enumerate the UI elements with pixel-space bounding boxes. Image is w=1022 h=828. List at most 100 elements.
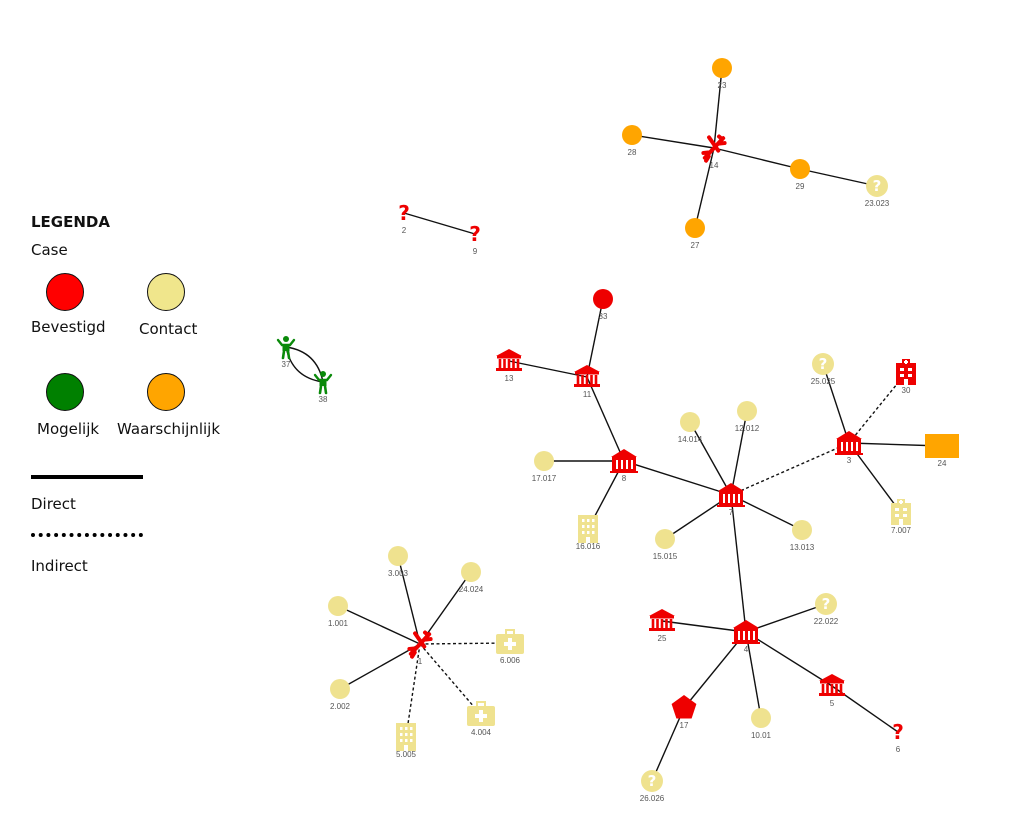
node-4-004[interactable]: 4.004 — [467, 701, 495, 737]
pentagon-marker — [671, 695, 697, 719]
bank-icon — [496, 349, 522, 371]
node-7[interactable]: 7 — [717, 483, 745, 517]
circle-marker — [790, 159, 810, 179]
node-6-006[interactable]: 6.006 — [496, 629, 524, 665]
node-label: 28 — [628, 148, 637, 157]
node-37[interactable]: 37 — [276, 336, 296, 369]
circle-marker — [655, 529, 675, 549]
node-label: 24 — [938, 459, 947, 468]
node-4[interactable]: 4 — [732, 620, 760, 654]
node-1[interactable]: 1 — [407, 630, 433, 666]
question-icon: ? — [398, 201, 410, 225]
node-5-005[interactable]: 5.005 — [396, 723, 417, 759]
node-17[interactable]: 17 — [671, 695, 697, 730]
node-14-014[interactable]: 14.014 — [678, 412, 703, 444]
node-label: 25 — [658, 634, 667, 643]
node-15-015[interactable]: 15.015 — [653, 529, 678, 561]
node-label: 7.007 — [891, 526, 912, 535]
edge-8-7 — [623, 460, 732, 496]
legend-case-heading: Case — [31, 241, 68, 259]
svg-text:?: ? — [873, 177, 882, 195]
edge-1-4.004 — [419, 643, 482, 716]
node-33[interactable]: 33 — [593, 289, 613, 321]
edge-4-22.022 — [745, 603, 827, 633]
node-24-024[interactable]: 24.024 — [459, 562, 484, 594]
edge-4-5 — [745, 631, 833, 687]
node-12-012[interactable]: 12.012 — [735, 401, 760, 433]
svg-text:?: ? — [648, 772, 657, 790]
circle-marker — [593, 289, 613, 309]
node-38[interactable]: 38 — [313, 371, 333, 404]
node-label: 27 — [691, 241, 700, 250]
question-icon: ? — [812, 353, 834, 375]
node-2-002[interactable]: 2.002 — [330, 679, 351, 711]
node-label: 2 — [402, 226, 407, 235]
edge-25-4 — [661, 620, 747, 633]
node-11[interactable]: 11 — [574, 365, 600, 399]
node-label: 14 — [710, 161, 719, 170]
circle-marker — [737, 401, 757, 421]
node-label: 1 — [418, 657, 423, 666]
bank-icon — [649, 609, 675, 631]
node-5[interactable]: 5 — [819, 674, 845, 708]
node-13-013[interactable]: 13.013 — [790, 520, 815, 552]
node-8[interactable]: 8 — [610, 449, 638, 483]
node-label: 26.026 — [640, 794, 665, 803]
node-3-003[interactable]: 3.003 — [388, 546, 409, 578]
edge-7-4 — [730, 494, 747, 633]
circle-marker — [622, 125, 642, 145]
node-9[interactable]: ?9 — [469, 222, 481, 256]
legend-swatch-contact — [147, 273, 185, 311]
legend-label-contact: Contact — [139, 320, 198, 338]
node-16-016[interactable]: 16.016 — [576, 515, 601, 551]
node-26-026[interactable]: ? 26.026 — [640, 770, 665, 803]
node-7-007[interactable]: 7.007 — [891, 499, 912, 535]
edge-1-6.006 — [419, 642, 511, 645]
person-icon — [276, 336, 296, 360]
museum-icon — [610, 449, 638, 473]
node-25[interactable]: 25 — [649, 609, 675, 643]
node-23-023[interactable]: ?23.023 — [865, 175, 890, 208]
node-23[interactable]: 23 — [712, 58, 732, 90]
node-1-001[interactable]: 1.001 — [328, 596, 349, 628]
node-label: 3.003 — [388, 569, 409, 578]
node-label: 17 — [680, 721, 689, 730]
question-icon: ? — [469, 222, 481, 246]
node-label: 3 — [847, 456, 852, 465]
legend-line-indirect — [31, 533, 143, 537]
node-25-025[interactable]: ?25.025 — [811, 353, 836, 386]
edge-4-17 — [683, 631, 747, 709]
node-22-022[interactable]: ?22.022 — [814, 593, 839, 626]
edge-11-8 — [586, 376, 625, 462]
node-3[interactable]: 3 — [835, 431, 863, 465]
node-29[interactable]: 29 — [790, 159, 810, 191]
node-13[interactable]: 13 — [496, 349, 522, 383]
node-14[interactable]: 14 — [701, 134, 727, 170]
legend-label-indirect: Indirect — [31, 557, 88, 575]
edge-4-10.01 — [745, 631, 762, 719]
edge-2-9 — [403, 212, 476, 235]
node-28[interactable]: 28 — [622, 125, 642, 157]
edge-25.025-3 — [822, 363, 850, 444]
edge-13-11 — [508, 360, 588, 378]
legend-swatch-bevestigd — [46, 273, 84, 311]
node-17-017[interactable]: 17.017 — [532, 451, 557, 483]
node-10-01[interactable]: 10.01 — [751, 708, 772, 740]
node-2[interactable]: ?2 — [398, 201, 410, 235]
node-6[interactable]: ?6 — [892, 720, 904, 754]
building-icon — [396, 723, 416, 751]
circle-marker — [328, 596, 348, 616]
hospital-icon — [896, 359, 916, 385]
node-label: 38 — [319, 395, 328, 404]
node-24[interactable]: 24 — [925, 434, 959, 468]
building-icon — [578, 515, 598, 543]
node-30[interactable]: 30 — [896, 359, 916, 395]
node-label: 4.004 — [471, 728, 492, 737]
edge-38-37 — [285, 346, 324, 383]
node-label: 5 — [830, 699, 835, 708]
legend-label-mogelijk: Mogelijk — [37, 420, 100, 438]
edge-1.001-1 — [337, 605, 421, 645]
node-label: 4 — [744, 645, 749, 654]
edge-14.014-7 — [689, 421, 732, 496]
node-27[interactable]: 27 — [685, 218, 705, 250]
